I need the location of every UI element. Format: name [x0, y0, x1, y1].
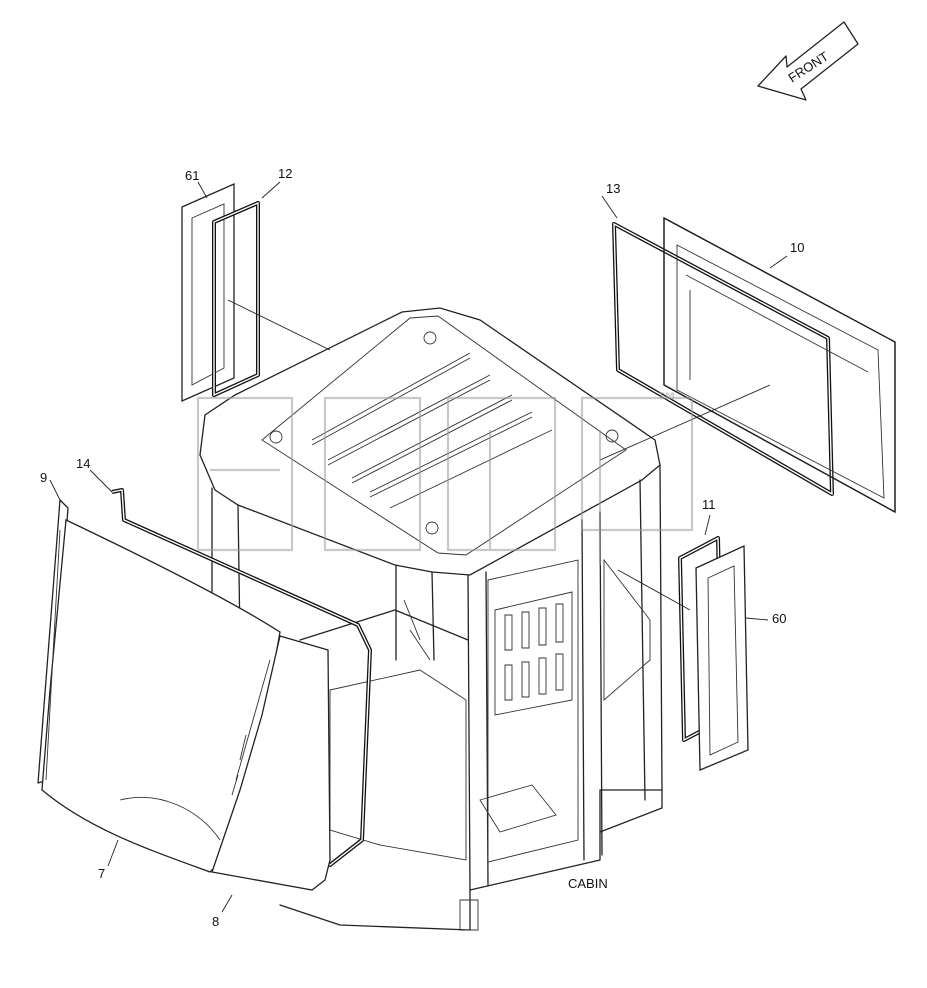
front-arrow: FRONT [757, 21, 859, 101]
watermark: ™ [196, 388, 694, 565]
callout-10: 10 [790, 240, 804, 255]
part-12-seal: 12 [212, 166, 331, 397]
part-8-side-glass: 8 [211, 635, 331, 929]
callout-60: 60 [772, 611, 786, 626]
callout-7: 7 [98, 866, 105, 881]
callout-12: 12 [278, 166, 292, 181]
part-60-side-glass: 60 [695, 544, 786, 771]
callout-13: 13 [606, 181, 620, 196]
part-10-rear-glass: 10 [599, 216, 896, 514]
callout-9: 9 [40, 470, 47, 485]
part-14-seal: 14 [76, 456, 372, 867]
callout-14: 14 [76, 456, 90, 471]
part-61-side-glass: 61 [181, 168, 235, 402]
assembly-label: CABIN [568, 876, 608, 891]
callout-8: 8 [212, 914, 219, 929]
part-13-seal: 13 [601, 181, 834, 496]
callout-61: 61 [185, 168, 199, 183]
rear-grill [494, 591, 573, 716]
part-7-front-glass: 7 [41, 519, 281, 881]
front-arrow-label: FRONT [785, 49, 831, 86]
cabin-frame: CABIN [199, 307, 663, 931]
watermark-mark: ™ [655, 388, 679, 416]
callout-11: 11 [702, 497, 716, 512]
